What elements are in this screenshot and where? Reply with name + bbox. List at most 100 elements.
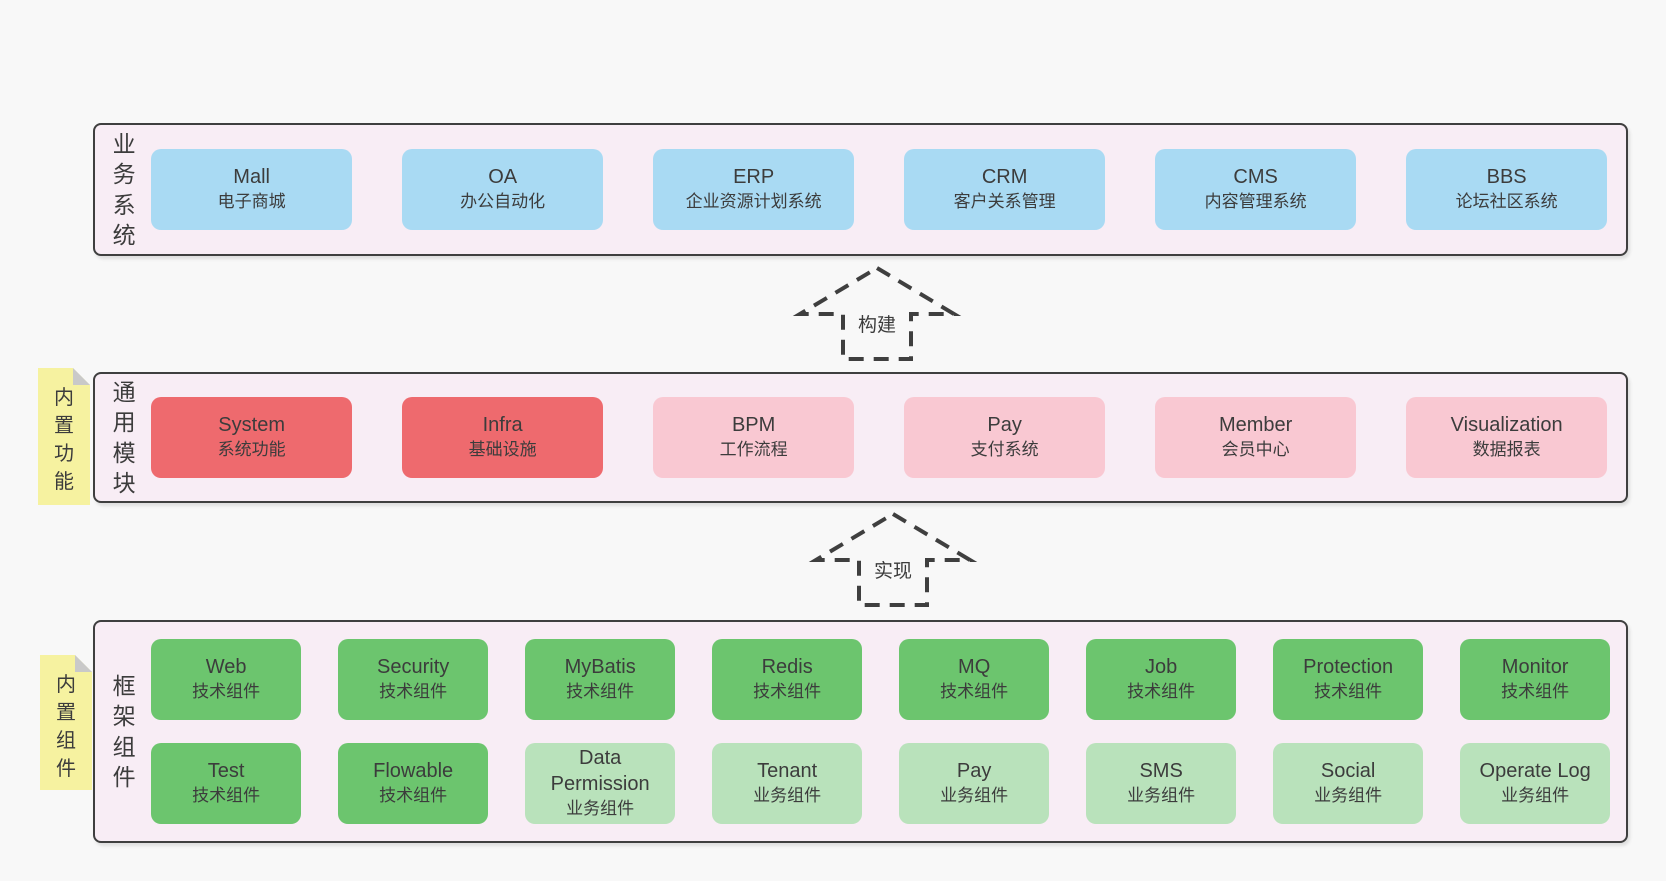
box-title: SMS [1139,760,1183,783]
box-title: Security [377,656,450,679]
box-title: Web [205,656,247,679]
box-title: Pay [956,760,992,783]
box-subtitle: 基础设施 [468,439,537,459]
box-title: MQ [958,656,991,679]
box-title: Redis [761,656,813,679]
box-subtitle: 客户关系管理 [953,191,1056,211]
box-subtitle: 技术组件 [1501,681,1570,701]
box-subtitle: 办公自动化 [460,191,546,211]
box-title: BPM [731,414,776,437]
implement-arrow: 实现 [808,509,978,609]
box-subtitle: 技术组件 [940,681,1009,701]
box-subtitle: 技术组件 [379,681,448,701]
box-subtitle: 系统功能 [217,439,286,459]
box-subtitle: 技术组件 [1314,681,1383,701]
box-title: Data Permission [550,747,650,796]
box-subtitle: 数据报表 [1472,439,1541,459]
sticky-note-built-in-components: 内置组件 [40,655,92,790]
box-subtitle: 会员中心 [1221,439,1290,459]
box-title: OA [488,166,518,189]
build-arrow-label: 构建 [854,309,900,338]
box-title: Flowable [373,760,454,783]
box-subtitle: 技术组件 [192,785,261,805]
implement-arrow-label: 实现 [870,555,916,584]
box-subtitle: 支付系统 [970,439,1039,459]
box-title: CMS [1233,166,1278,189]
box-subtitle: 技术组件 [1127,681,1196,701]
box-title: Tenant [757,760,818,783]
build-arrow: 构建 [792,263,962,363]
box-subtitle: 业务组件 [1314,785,1383,805]
box-title: Mall [233,166,270,189]
box-title: Protection [1303,656,1394,679]
box-title: Test [207,760,245,783]
box-subtitle: 业务组件 [566,798,635,818]
box-title: ERP [733,166,775,189]
box-subtitle: 业务组件 [1501,785,1570,805]
box-title: BBS [1486,166,1527,189]
box-subtitle: 业务组件 [753,785,822,805]
folded-corner-icon [73,368,90,385]
box-subtitle: 技术组件 [566,681,635,701]
sticky-note-label: 内置组件 [56,674,76,780]
box-title: CRM [981,166,1028,189]
box-subtitle: 内容管理系统 [1204,191,1307,211]
box-title: Job [1145,656,1178,679]
box-subtitle: 工作流程 [719,439,788,459]
box-subtitle: 技术组件 [192,681,261,701]
sticky-note-paper [40,655,92,790]
sticky-note-label: 内置功能 [54,387,74,493]
dashed-up-arrow-icon [792,265,962,361]
box-title: System [218,414,285,437]
box-subtitle: 技术组件 [753,681,822,701]
box-title: MyBatis [564,656,636,679]
band-label-framework-components: 框架组件 [112,672,136,790]
folded-corner-icon [75,655,92,672]
box-title: Infra [482,414,523,437]
box-title: Social [1320,760,1376,783]
box-title: Visualization [1450,414,1563,437]
band-label-common-modules: 通用模块 [112,378,136,496]
box-subtitle: 电子商城 [217,191,286,211]
box-subtitle: 论坛社区系统 [1455,191,1558,211]
box-subtitle: 业务组件 [940,785,1009,805]
box-title: Operate Log [1479,760,1591,783]
sticky-note-paper [38,368,90,505]
